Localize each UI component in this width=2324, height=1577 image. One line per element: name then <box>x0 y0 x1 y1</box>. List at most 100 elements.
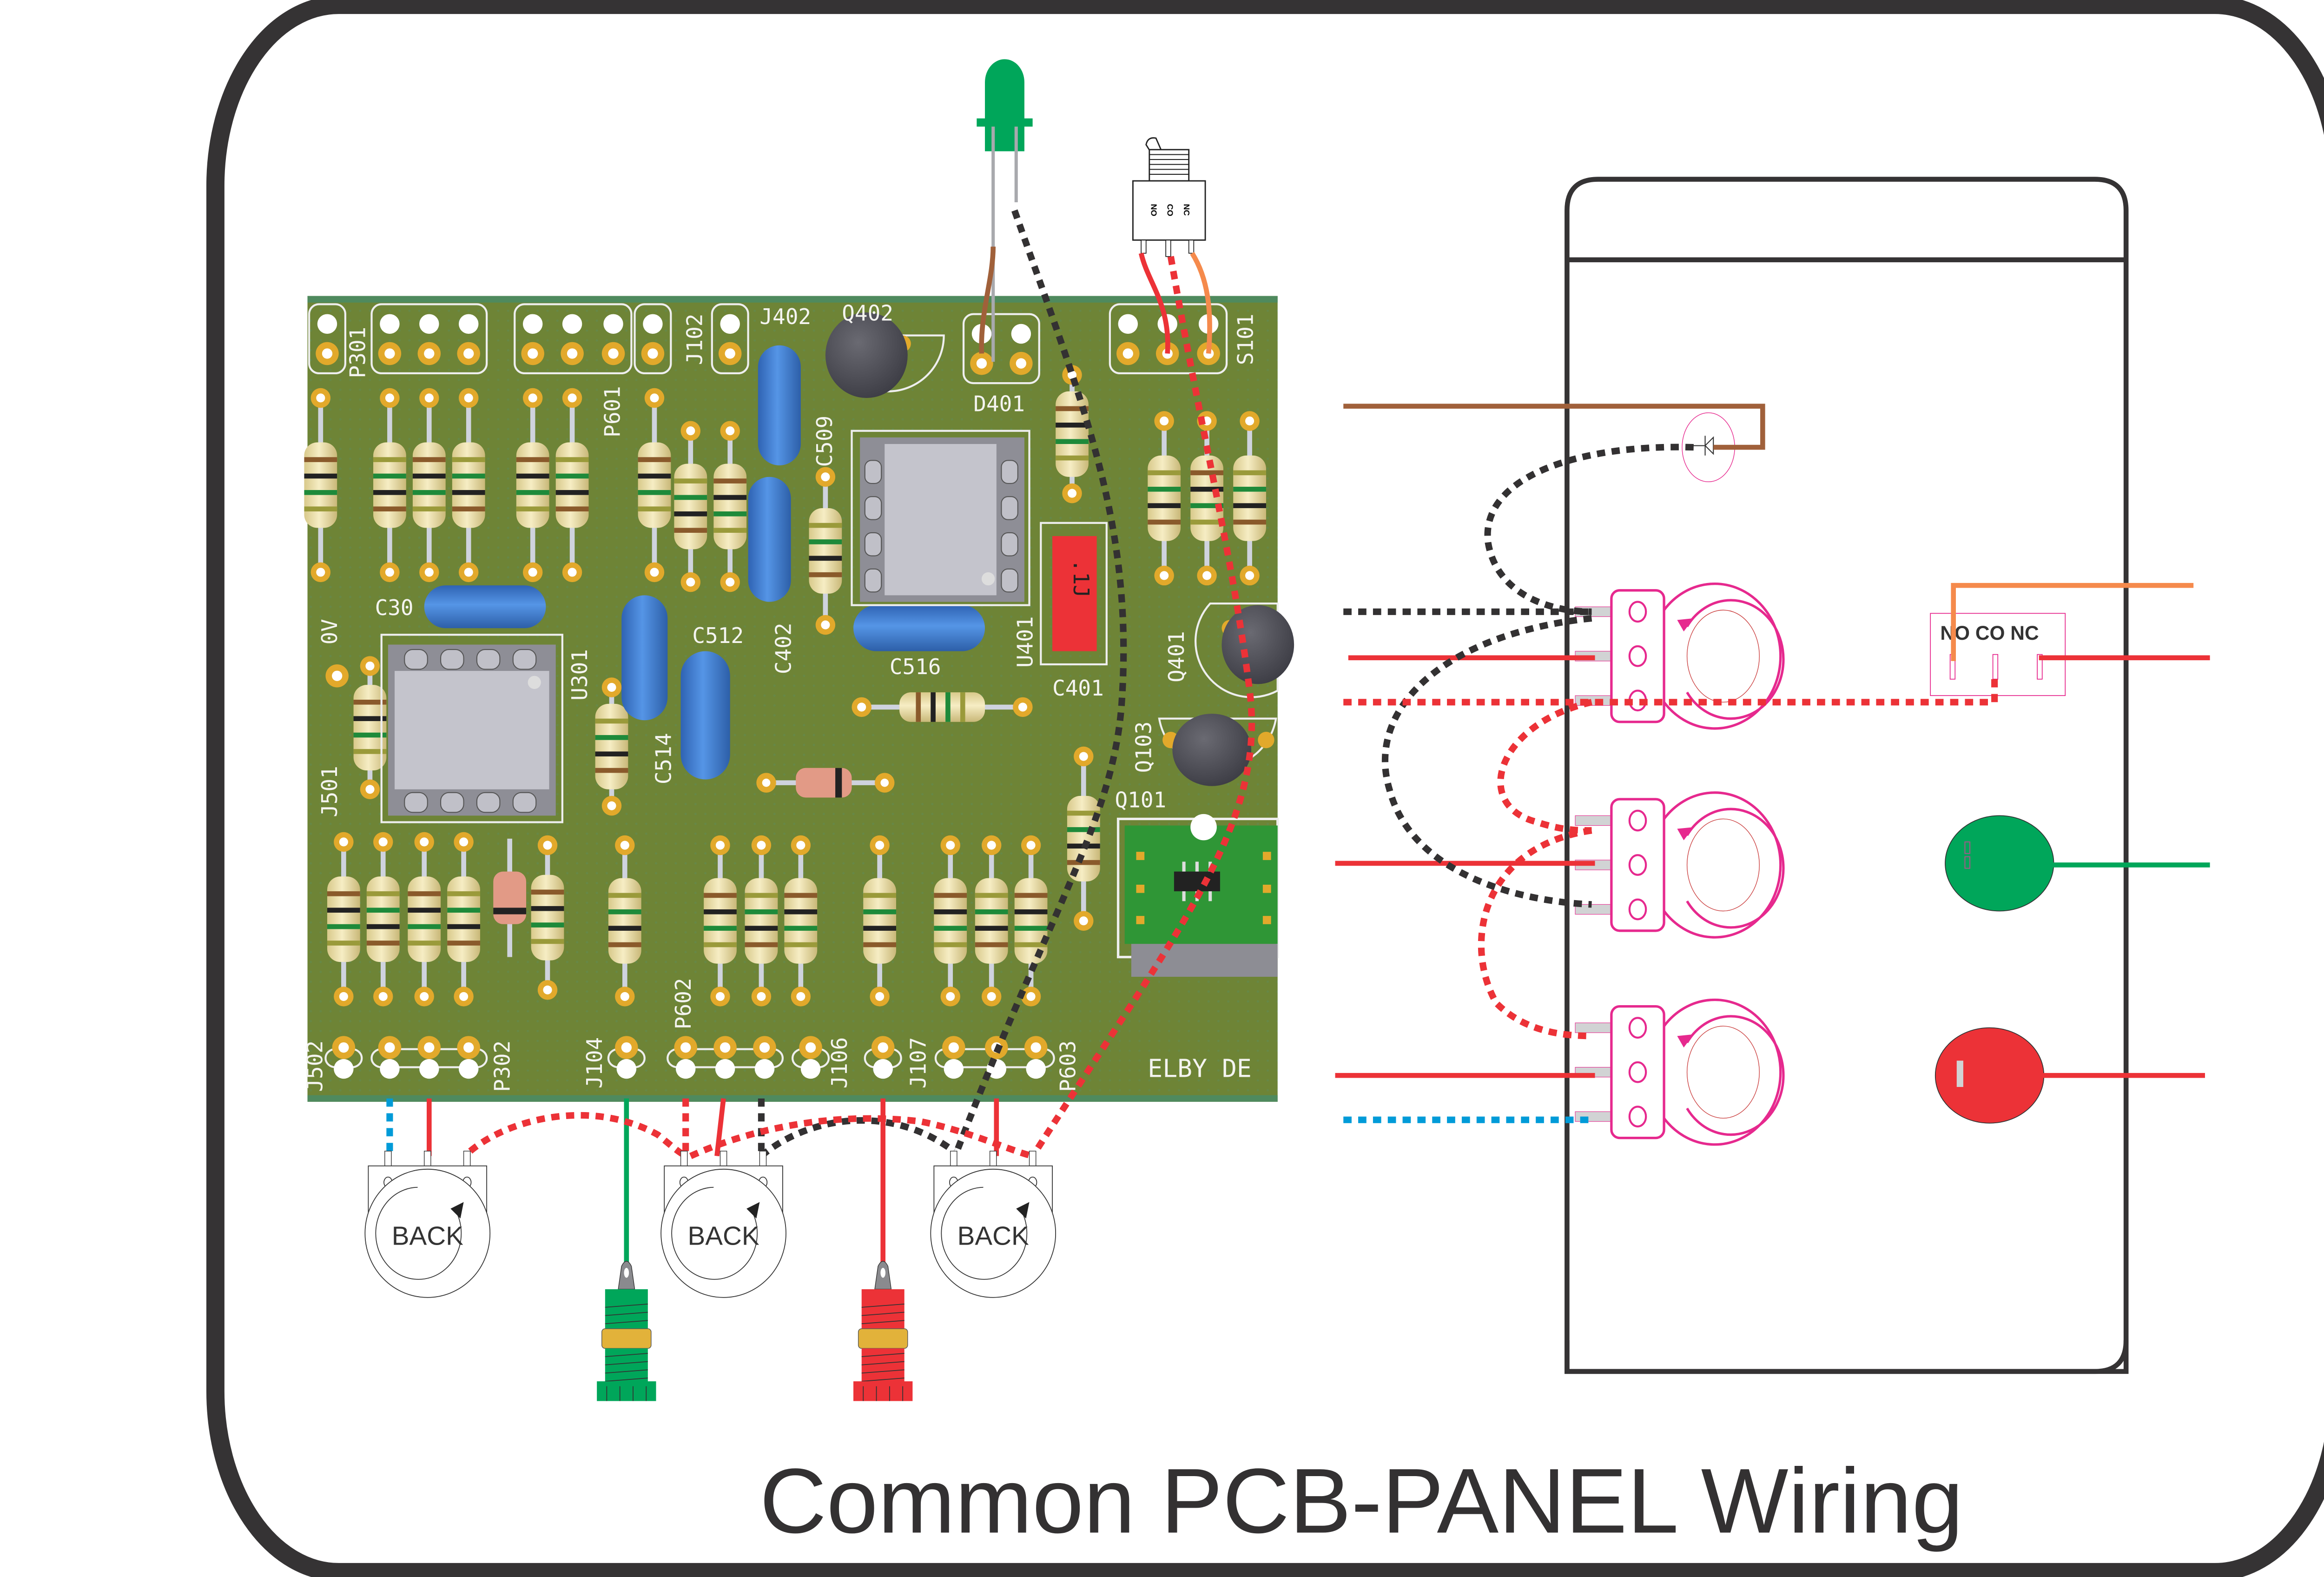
resistor <box>516 388 549 583</box>
resistor <box>366 832 400 1007</box>
diode-vertical <box>493 838 527 957</box>
resistor <box>1233 411 1266 586</box>
capacitor-c402 <box>748 477 791 602</box>
switch-pin-no: NO <box>1149 204 1158 217</box>
resistor <box>1014 835 1048 1007</box>
resistor <box>373 388 406 583</box>
module-q101 <box>1116 814 1279 977</box>
wire-red-bottom-arc2 <box>689 1115 1034 1160</box>
wire-black-led-dotted <box>954 209 1127 1153</box>
label-p301: P301 <box>345 327 370 378</box>
ic-u401 <box>851 430 1030 606</box>
resistor <box>1148 411 1181 586</box>
resistor <box>531 835 564 1000</box>
panel-pot-1[interactable] <box>1575 583 1785 730</box>
panel-toggle-switch[interactable]: NO CO NC <box>1930 613 2066 696</box>
capacitor-c401: .1J <box>1040 522 1108 666</box>
label-q402: Q402 <box>842 301 893 326</box>
wire-black-panel-led <box>1484 444 1694 615</box>
pin-header <box>934 1036 1055 1079</box>
wire-red-pot-loop2 <box>1478 827 1592 1040</box>
wire-red-pot1-co <box>1343 674 1998 706</box>
diode-horizontal <box>756 768 895 798</box>
resistor <box>412 388 446 583</box>
front-panel <box>1565 177 2129 1374</box>
resistor <box>934 835 967 1007</box>
rotation-arrow-icon <box>746 1202 760 1219</box>
pin-header <box>634 303 672 375</box>
label-j402: J402 <box>759 304 811 329</box>
pin-header <box>607 1036 646 1079</box>
led-green-top <box>977 59 1033 362</box>
resistor <box>975 835 1008 1007</box>
label-p302: P302 <box>490 1040 515 1092</box>
resistor <box>608 835 641 1007</box>
resistor <box>327 832 360 1007</box>
resistor <box>304 388 337 583</box>
rotation-arrow-icon <box>1677 1034 1694 1048</box>
label-brand: ELBY DE <box>1148 1054 1252 1083</box>
label-c301: C30 <box>375 595 414 620</box>
wire-red-bottom-arc1 <box>468 1112 688 1160</box>
label-q401: Q401 <box>1164 631 1189 682</box>
pin-header <box>308 303 347 375</box>
pin-header <box>514 303 633 375</box>
pin-header <box>711 303 749 375</box>
resistor <box>595 677 628 816</box>
transistor-q402 <box>825 312 945 398</box>
resistor <box>1056 365 1089 504</box>
label-c509: C509 <box>812 416 837 467</box>
solid-wires <box>427 246 2210 1263</box>
wire-orange-switch <box>1190 252 1212 354</box>
pin-header <box>667 1036 784 1079</box>
resistor <box>674 421 707 592</box>
back-pot[interactable]: BACK <box>930 1151 1056 1298</box>
wire-brown-led <box>979 246 996 354</box>
capacitor-c509-top <box>758 345 801 465</box>
pin-header <box>370 1036 488 1079</box>
ic-u301 <box>380 634 563 823</box>
jack-red[interactable] <box>853 1261 913 1401</box>
label-u401: U401 <box>1013 616 1038 668</box>
label-j106: J106 <box>827 1037 852 1089</box>
panel-pot-2[interactable] <box>1575 791 1785 939</box>
label-c514: C514 <box>651 733 676 784</box>
diagram-title: Common PCB-PANEL Wiring <box>759 1450 1963 1552</box>
capacitor-c512 <box>621 595 668 721</box>
label-0v: 0V <box>317 619 342 644</box>
label-j502: J502 <box>302 1040 327 1092</box>
rotation-arrow-icon <box>450 1202 464 1219</box>
back-pot-label: BACK <box>957 1221 1029 1251</box>
rotation-arrow-icon <box>1016 1202 1030 1219</box>
wire-orange-panel <box>1951 583 2194 661</box>
panel-switch-label: NO CO NC <box>1940 622 2039 644</box>
label-c402: C402 <box>771 623 796 674</box>
pin-header <box>324 1036 363 1079</box>
jack-green[interactable] <box>597 1261 656 1401</box>
label-j102: J102 <box>682 314 707 365</box>
rotation-arrow-icon <box>1677 618 1694 632</box>
silkscreen-labels: P301 J102 J402 Q402 D401 S101 P601 C509 … <box>302 301 1258 1092</box>
wire-black-pot-cross <box>1381 615 1592 908</box>
label-u301: U301 <box>567 649 592 701</box>
back-pot[interactable]: BACK <box>364 1151 491 1298</box>
capacitor-c514 <box>680 651 730 780</box>
label-d401: D401 <box>973 391 1025 416</box>
pcb-board: .1J <box>302 296 1294 1102</box>
resistor <box>713 421 747 592</box>
label-q101: Q101 <box>1115 788 1167 813</box>
panel-led-red[interactable] <box>1934 1027 2045 1124</box>
resistor <box>809 467 842 635</box>
resistor <box>353 656 387 799</box>
panel-pot-3[interactable] <box>1575 998 1785 1146</box>
toggle-switch[interactable]: NO CO NC <box>1132 137 1206 257</box>
panel-led-green[interactable] <box>1945 815 2054 912</box>
rotation-arrow-icon <box>1677 827 1694 841</box>
wire-red-switch <box>1138 252 1170 354</box>
resistor <box>638 388 671 583</box>
label-j104: J104 <box>582 1037 607 1089</box>
back-pot-label: BACK <box>392 1221 463 1251</box>
label-c401: C401 <box>1052 676 1104 701</box>
back-pot[interactable]: BACK <box>660 1151 786 1298</box>
label-j107: J107 <box>906 1037 931 1089</box>
